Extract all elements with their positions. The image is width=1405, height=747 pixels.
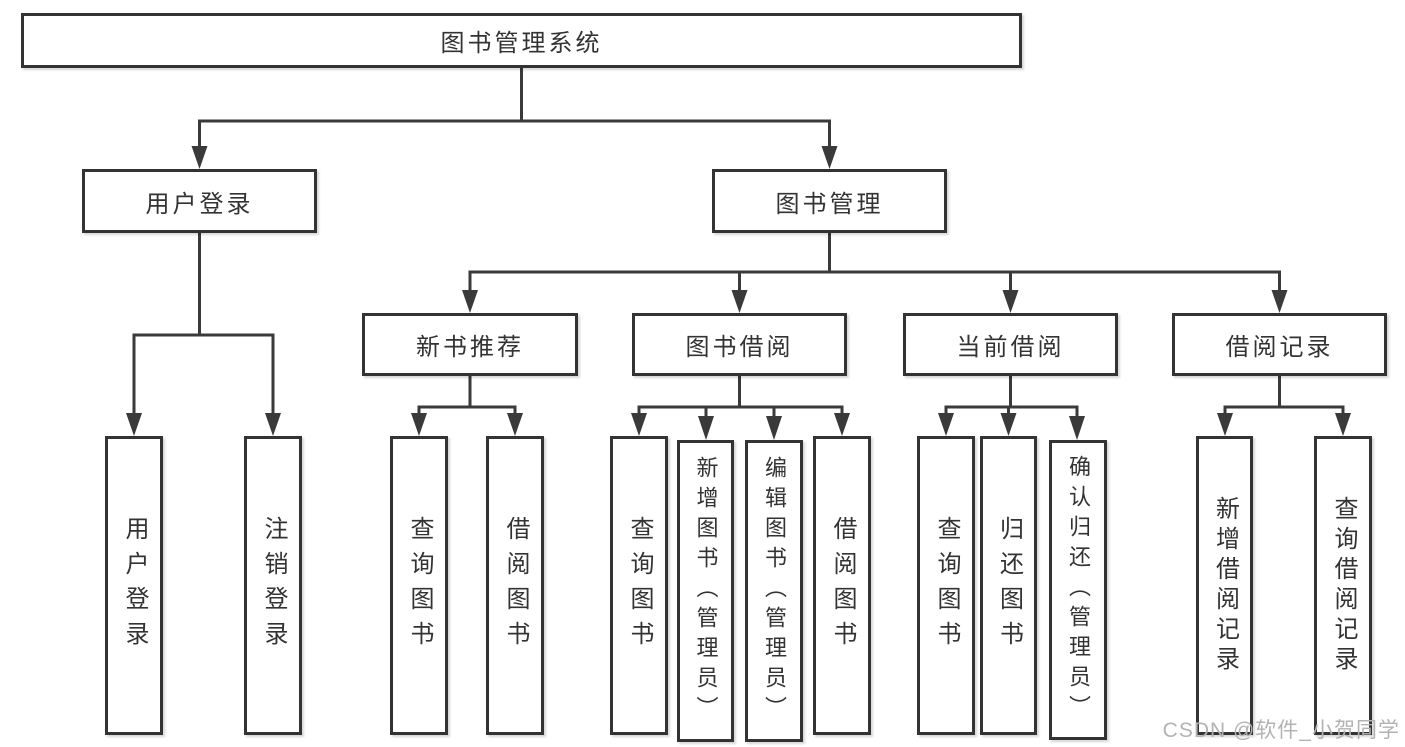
node-label: 确认归还（管理员） <box>1066 455 1091 725</box>
leaf-add-books-admin: 新增图书（管理员） <box>677 440 734 742</box>
node-label: 新增图书（管理员） <box>693 456 719 726</box>
node-current-borrowing: 当前借阅 <box>903 313 1118 376</box>
node-label: 图书借阅 <box>685 334 794 361</box>
node-label: 图书管理系统 <box>440 30 603 57</box>
node-new-book-recommend: 新书推荐 <box>362 313 578 376</box>
node-user-login: 用户登录 <box>82 169 317 233</box>
node-label: 借阅记录 <box>1225 334 1334 361</box>
leaf-edit-books-admin: 编辑图书（管理员） <box>745 440 803 742</box>
node-library-system: 图书管理系统 <box>21 13 1022 68</box>
node-book-borrowing: 图书借阅 <box>632 313 847 376</box>
csdn-watermark: CSDN @软件_小贺同学 <box>1162 719 1400 742</box>
node-label: 图书管理 <box>775 190 884 218</box>
leaf-user-login: 用户登录 <box>105 436 163 735</box>
node-borrow-records: 借阅记录 <box>1172 313 1387 376</box>
leaf-confirm-return-admin: 确认归还（管理员） <box>1049 440 1107 740</box>
node-label: 当前借阅 <box>956 334 1065 361</box>
node-label: 注销登录 <box>260 515 287 656</box>
node-label: 新增借阅记录 <box>1211 495 1239 676</box>
node-label: 用户登录 <box>121 515 148 656</box>
node-label: 用户登录 <box>145 190 254 218</box>
leaf-add-borrow-record: 新增借阅记录 <box>1196 436 1253 735</box>
leaf-logout: 注销登录 <box>244 436 302 735</box>
leaf-query-books-recommend: 查询图书 <box>390 436 448 735</box>
node-label: 查询借阅记录 <box>1330 495 1357 676</box>
leaf-query-borrow-record: 查询借阅记录 <box>1314 436 1372 735</box>
node-label: 查询图书 <box>933 515 960 656</box>
node-label: 归还图书 <box>995 515 1023 656</box>
node-label: 查询图书 <box>406 515 433 656</box>
node-label: 编辑图书（管理员） <box>762 456 787 726</box>
leaf-query-books-current: 查询图书 <box>917 436 975 735</box>
node-label: 新书推荐 <box>416 334 524 361</box>
leaf-query-books-borrowing: 查询图书 <box>610 436 668 735</box>
leaf-borrow-books-recommend: 借阅图书 <box>486 436 544 735</box>
node-book-management: 图书管理 <box>712 169 947 233</box>
leaf-borrow-books-borrowing: 借阅图书 <box>813 436 871 735</box>
node-label: 查询图书 <box>626 515 653 656</box>
node-label: 借阅图书 <box>829 515 856 656</box>
leaf-return-books: 归还图书 <box>980 436 1037 735</box>
node-label: 借阅图书 <box>502 515 529 656</box>
